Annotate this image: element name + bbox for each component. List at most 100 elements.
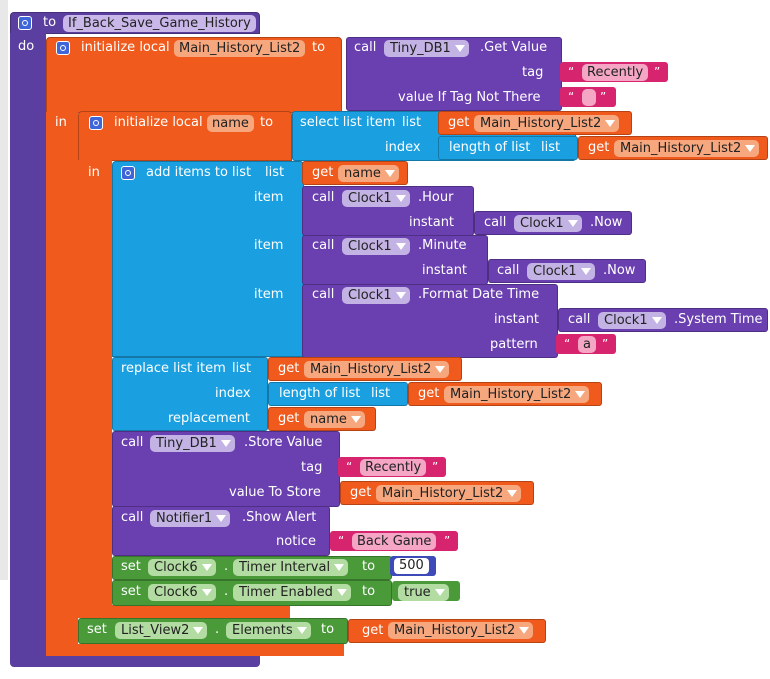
el-set: set (87, 622, 107, 637)
getvalue-tag-string[interactable]: “ Recently ” (560, 62, 668, 82)
ti-to: to (362, 559, 376, 574)
format-pattern-text[interactable]: a (578, 336, 596, 353)
hour-instant-label: instant (409, 215, 455, 230)
init-name-body (78, 160, 112, 618)
replace-var-dropdown[interactable]: Main_History_List2 (304, 361, 450, 378)
el-component-dropdown[interactable]: List_View2 (115, 622, 208, 639)
alert-component: Notifier1 (156, 511, 213, 526)
init-history-prefix: initialize local (81, 40, 170, 55)
te-property: Timer Enabled (239, 585, 333, 600)
chevron-down-icon (384, 170, 395, 177)
quote-close: ” (654, 65, 661, 79)
replace-length-block[interactable] (268, 382, 408, 406)
ti-property: Timer Interval (239, 560, 331, 575)
select-var-dropdown[interactable]: Main_History_List2 (474, 115, 620, 132)
select-length-list-label: list (541, 140, 561, 155)
replace-repl-var-dropdown[interactable]: name (304, 411, 365, 428)
format-pattern-string[interactable]: “ a ” (556, 334, 616, 354)
replace-length-var: Main_History_List2 (450, 387, 572, 402)
chevron-down-icon (201, 564, 212, 571)
minute-method: .Minute (418, 238, 467, 253)
te-set: set (121, 584, 141, 599)
minute-component: Clock1 (348, 239, 392, 254)
getvalue-component-dropdown[interactable]: Tiny_DB1 (384, 40, 469, 57)
init-history-gear-icon[interactable] (56, 41, 70, 55)
chevron-down-icon (296, 627, 307, 634)
init-local-name-block[interactable] (78, 111, 292, 161)
chevron-down-icon (651, 317, 662, 324)
select-length-block[interactable] (438, 136, 578, 160)
ti-dot: . (224, 559, 229, 574)
store-var: Main_History_List2 (382, 486, 504, 501)
mutator-gear-icon[interactable] (18, 16, 32, 30)
select-length-var-dropdown[interactable]: Main_History_List2 (614, 140, 760, 157)
item-label-2: item (254, 238, 284, 253)
hour-component-dropdown[interactable]: Clock1 (342, 190, 410, 207)
el-var-dropdown[interactable]: Main_History_List2 (388, 622, 534, 639)
alert-notice-string[interactable]: “ Back Game ” (330, 531, 458, 551)
store-component: Tiny_DB1 (156, 436, 217, 451)
add-items-block[interactable] (112, 161, 304, 357)
chevron-down-icon (216, 515, 227, 522)
alert-component-dropdown[interactable]: Notifier1 (150, 510, 231, 527)
hour-now-call: call (484, 215, 507, 230)
procedure-name-field[interactable]: If_Back_Save_Game_History (63, 15, 256, 32)
store-get-label: get (350, 485, 372, 500)
getvalue-component: Tiny_DB1 (390, 41, 451, 56)
getvalue-default-string[interactable]: “ ” (560, 87, 616, 107)
alert-notice-text[interactable]: Back Game (352, 533, 437, 550)
hour-now-component: Clock1 (520, 216, 564, 231)
ti-property-dropdown[interactable]: Timer Interval (233, 559, 349, 576)
init-history-var-field[interactable]: Main_History_List2 (174, 40, 306, 57)
format-sys-component: Clock1 (604, 313, 648, 328)
store-component-dropdown[interactable]: Tiny_DB1 (150, 435, 235, 452)
te-property-dropdown[interactable]: Timer Enabled (233, 584, 351, 601)
store-call: call (121, 435, 144, 450)
minute-now-component-dropdown[interactable]: Clock1 (527, 263, 595, 280)
init-name-gear-icon[interactable] (89, 116, 103, 130)
chevron-down-icon (395, 292, 406, 299)
store-tag-text[interactable]: Recently (360, 459, 427, 476)
quote-open: “ (568, 65, 575, 79)
store-tag-string[interactable]: “ Recently ” (338, 457, 446, 477)
el-property: Elements (232, 623, 293, 638)
format-sys-method: .System Time (674, 312, 763, 327)
item-label-1: item (254, 190, 284, 205)
select-list-label: list (402, 115, 422, 130)
quote-close: ” (432, 460, 439, 474)
el-property-dropdown[interactable]: Elements (226, 622, 311, 639)
format-sys-call: call (568, 312, 591, 327)
ti-value[interactable]: 500 (394, 558, 429, 574)
init-name-var-field[interactable]: name (207, 115, 254, 132)
te-component: Clock6 (154, 585, 198, 600)
quote-open: “ (564, 337, 571, 351)
minute-instant-label: instant (422, 263, 468, 278)
replace-list-item-block[interactable] (112, 357, 268, 431)
getvalue-default-text[interactable] (582, 89, 596, 106)
chevron-down-icon (334, 564, 345, 571)
format-component: Clock1 (348, 288, 392, 303)
getvalue-tag-text[interactable]: Recently (582, 64, 649, 81)
replace-get-label: get (278, 361, 300, 376)
replace-length-var-dropdown[interactable]: Main_History_List2 (444, 386, 590, 403)
add-items-var: name (344, 166, 381, 181)
ti-component-dropdown[interactable]: Clock6 (148, 559, 216, 576)
add-items-gear-icon[interactable] (121, 166, 135, 180)
select-index-label: index (385, 140, 421, 155)
te-component-dropdown[interactable]: Clock6 (148, 584, 216, 601)
format-instant-label: instant (494, 312, 540, 327)
te-value-dropdown[interactable]: true (398, 584, 449, 601)
hour-now-component-dropdown[interactable]: Clock1 (514, 215, 582, 232)
add-items-var-dropdown[interactable]: name (338, 165, 399, 182)
minute-component-dropdown[interactable]: Clock1 (342, 238, 410, 255)
quote-close: ” (602, 337, 609, 351)
format-sys-component-dropdown[interactable]: Clock1 (598, 312, 666, 329)
ti-number-block[interactable]: 500 (390, 556, 436, 576)
format-method: .Format Date Time (418, 287, 540, 302)
chevron-down-icon (454, 45, 465, 52)
chevron-down-icon (193, 627, 204, 634)
format-component-dropdown[interactable]: Clock1 (342, 287, 410, 304)
in-label-1: in (55, 115, 67, 130)
quote-open: “ (346, 460, 353, 474)
store-var-dropdown[interactable]: Main_History_List2 (376, 485, 522, 502)
